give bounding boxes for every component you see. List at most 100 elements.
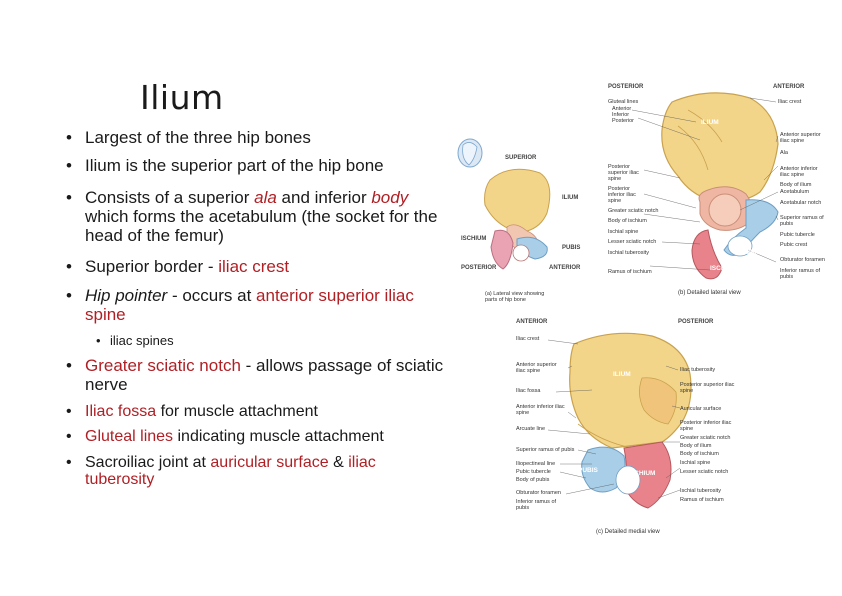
label-body-of-ilium: Body of ilium (780, 182, 812, 188)
text-run: Consists of a superior (85, 188, 255, 207)
figure-a-caption: (a) Lateral view showing parts of hip bo… (485, 291, 545, 303)
bullet-item: • Superior border - iliac crest (66, 257, 446, 276)
label-iliopectineal-line: Iliopectineal line (516, 461, 556, 467)
bullet-marker: • (66, 286, 72, 305)
term-ala: ala (254, 188, 277, 207)
bullet-marker: • (66, 454, 72, 471)
label-lesser-sciatic-notch: Lesser sciatic notch (608, 239, 657, 245)
label-piis: Posterior inferior iliac spine (680, 420, 732, 432)
label-acetabulum: Acetabulum (780, 189, 810, 195)
label-gluteal-posterior: Posterior (612, 118, 635, 124)
label-greater-sciatic-notch: Greater sciatic notch (680, 435, 731, 441)
label-ilium: ILIUM (562, 195, 579, 201)
label-aiis: Anterior inferior iliac spine (780, 166, 818, 178)
figure-c-caption: (c) Detailed medial view (596, 529, 660, 535)
label-ischial-tuberosity: Ischial tuberosity (680, 488, 721, 494)
bullet-text: Sacroiliac joint at auricular surface & … (85, 454, 446, 488)
label-iliac-fossa: Iliac fossa (516, 388, 541, 394)
text-run: for muscle attachment (156, 403, 318, 420)
figure-b-lateral-view: POSTERIOR ANTERIOR ILIUM PUBIS ISCHIUM G… (600, 82, 830, 302)
term-body: body (371, 188, 409, 207)
term-hip-pointer: Hip pointer (85, 286, 168, 305)
bullet-marker: • (66, 188, 72, 207)
bullet-text: Greater sciatic notch - allows passage o… (85, 356, 446, 394)
region-label-pubis: PUBIS (741, 249, 761, 256)
bullet-marker: • (66, 257, 72, 276)
bullet-marker: • (66, 356, 72, 375)
bullet-marker: • (96, 333, 101, 348)
figure-b-caption: (b) Detailed lateral view (678, 290, 741, 296)
label-ischial-spine: Ischial spine (608, 229, 639, 235)
bullet-item: • Sacroiliac joint at auricular surface … (66, 454, 446, 488)
label-psis: Posterior superior iliac spine (680, 382, 735, 394)
label-body-of-ischium: Body of ischium (680, 451, 719, 457)
label-psis: Posterior superior iliac spine (608, 164, 639, 182)
label-arcuate-line: Arcuate line (516, 426, 546, 432)
label-superior-ramus-pubis: Superior ramus of pubis (516, 447, 575, 453)
sub-bullet-item: • iliac spines (96, 331, 436, 350)
label-obturator-foramen: Obturator foramen (516, 490, 561, 496)
figure-a-lateral-parts: SUPERIOR ILIUM ISCHIUM PUBIS POSTERIOR A… (455, 135, 585, 305)
label-anterior: ANTERIOR (773, 84, 805, 90)
region-label-ischium: ISCHIUM (628, 470, 656, 477)
bullet-marker: • (66, 403, 72, 420)
label-gluteal-lines: Gluteal lines (608, 99, 639, 105)
region-label-pubis: PUBIS (578, 467, 598, 474)
region-label-ilium: ILIUM (613, 371, 631, 378)
label-ramus-of-ischium: Ramus of ischium (608, 269, 652, 275)
term-asis: anterior superior iliac spine (85, 286, 414, 324)
label-asis: Anterior superior iliac spine (516, 362, 557, 374)
figure-c-medial-view: ANTERIOR POSTERIOR ILIUM PUBIS ISCHIUM I… (512, 318, 782, 540)
label-body-of-ischium: Body of ischium (608, 218, 647, 224)
label-anterior: ANTERIOR (549, 265, 581, 271)
label-pubic-tubercle: Pubic tubercle (780, 232, 815, 238)
text-run: - occurs at (167, 286, 257, 305)
text-run: - allows passage of sciatic nerve (85, 356, 444, 394)
label-posterior: POSTERIOR (461, 265, 497, 271)
region-label-ilium: ILIUM (701, 119, 719, 126)
bullet-text: Superior border - iliac crest (85, 257, 446, 276)
label-inferior-ramus-pubis: Inferior ramus of pubis (780, 268, 821, 280)
bullet-text: Largest of the three hip bones (85, 128, 311, 147)
bullet-marker: • (66, 428, 72, 445)
label-lesser-sciatic-notch: Lesser sciatic notch (680, 469, 729, 475)
label-ischial-tuberosity: Ischial tuberosity (608, 250, 649, 256)
term-iliac-fossa: Iliac fossa (85, 403, 157, 420)
bullet-item: • Largest of the three hip bones (66, 128, 446, 147)
label-asis: Anterior superior iliac spine (780, 132, 821, 144)
bullet-item: • Iliac fossa for muscle attachment (66, 403, 446, 420)
term-gluteal-lines: Gluteal lines (85, 428, 174, 445)
text-run: indicating muscle attachment (173, 428, 384, 445)
label-aiis: Anterior inferior iliac spine (516, 404, 565, 416)
text-run: and inferior (276, 188, 372, 207)
bullet-item: • Greater sciatic notch - allows passage… (66, 356, 446, 394)
term-iliac-crest: iliac crest (218, 257, 290, 276)
hip-bone-medial-illustration (547, 332, 692, 509)
label-posterior: POSTERIOR (678, 319, 714, 325)
label-ramus-of-ischium: Ramus of ischium (680, 497, 724, 503)
pelvis-thumbnail-icon (457, 138, 483, 168)
label-gluteal-anterior: Anterior (612, 106, 632, 112)
bullet-text: Hip pointer - occurs at anterior superio… (85, 286, 446, 324)
bullet-item: • Gluteal lines indicating muscle attach… (66, 428, 446, 445)
label-inferior-ramus-pubis: Inferior ramus of pubis (516, 499, 557, 511)
bullet-item: • Ilium is the superior part of the hip … (66, 156, 446, 175)
bullet-marker: • (66, 128, 72, 147)
bullet-item: • Consists of a superior ala and inferio… (66, 188, 446, 245)
label-piis: Posterior inferior iliac spine (608, 186, 636, 204)
bullet-text: Ilium is the superior part of the hip bo… (85, 156, 384, 175)
term-auricular-surface: auricular surface (210, 454, 329, 471)
label-body-of-pubis: Body of pubis (516, 477, 550, 483)
bullet-text: Iliac fossa for muscle attachment (85, 403, 446, 420)
text-run: & (328, 454, 349, 471)
label-iliac-crest: Iliac crest (516, 336, 540, 342)
label-iliac-crest: Iliac crest (778, 99, 802, 105)
label-body-of-ilium: Body of ilium (680, 443, 712, 449)
label-gluteal-inferior: Inferior (612, 112, 630, 118)
label-acetabular-notch: Acetabular notch (780, 200, 822, 206)
term-iliac-tuberosity: iliac tuberosity (85, 454, 376, 488)
label-greater-sciatic-notch: Greater sciatic notch (608, 208, 659, 214)
label-pubis: PUBIS (562, 245, 581, 251)
slide-title: Ilium (140, 78, 224, 117)
label-superior-ramus-pubis: Superior ramus of pubis (780, 215, 824, 227)
